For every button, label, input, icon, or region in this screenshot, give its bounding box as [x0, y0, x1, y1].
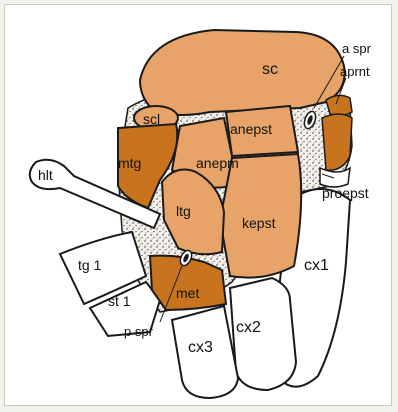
- label-kepst: kepst: [242, 215, 276, 231]
- label-st1: st 1: [108, 293, 131, 309]
- label-p-spr: p spr: [124, 324, 154, 339]
- label-aprnt: aprnt: [340, 64, 370, 79]
- label-mtg: mtg: [118, 155, 141, 171]
- label-proepst: proepst: [322, 185, 369, 201]
- label-cx3: cx3: [188, 339, 213, 356]
- label-cx1: cx1: [304, 257, 329, 274]
- anterior-spiracle-plate: [326, 95, 352, 115]
- label-a-spr: a spr: [342, 41, 372, 56]
- label-anepst: anepst: [230, 121, 272, 137]
- label-ltg: ltg: [176, 203, 191, 219]
- label-anepm: anepm: [196, 155, 239, 171]
- label-tg1: tg 1: [78, 257, 102, 273]
- label-scl: scl: [143, 111, 160, 127]
- label-cx2: cx2: [236, 319, 261, 336]
- label-hlt: hlt: [38, 167, 53, 183]
- label-sc: sc: [262, 61, 278, 78]
- scutum: [140, 30, 345, 115]
- label-met: met: [176, 285, 199, 301]
